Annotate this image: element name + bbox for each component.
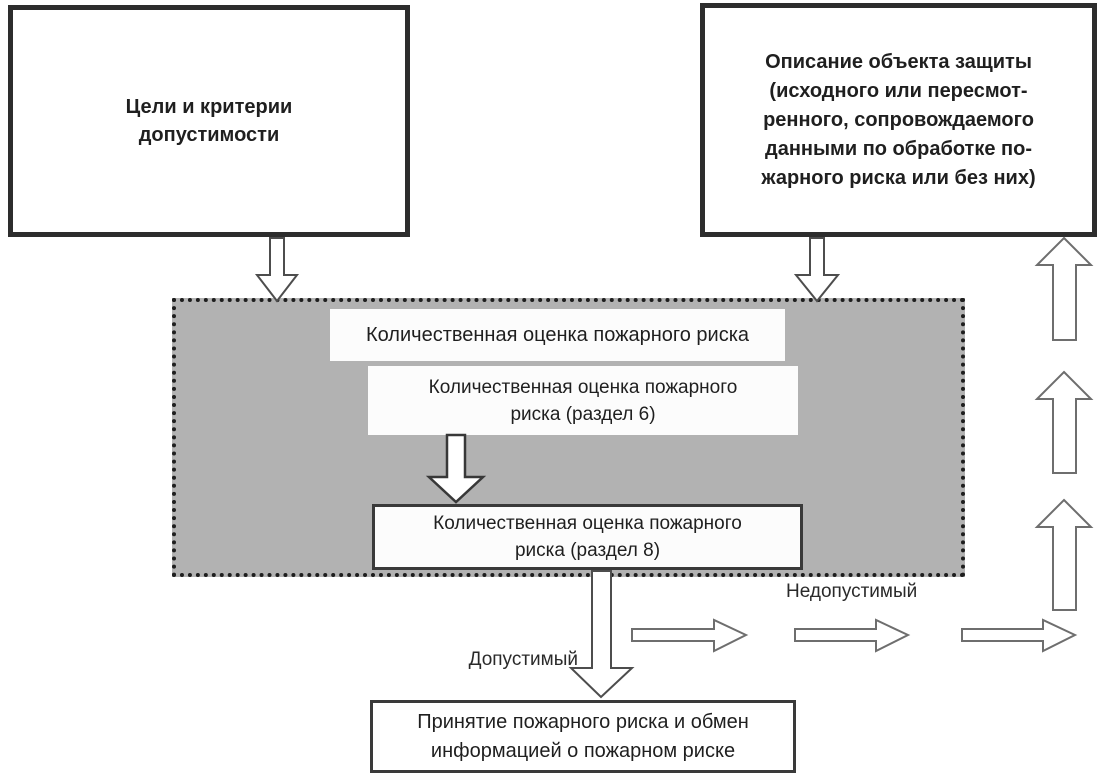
unacceptable-label: Недопустимый [786,581,918,602]
arrow-down-goals-to-qra [254,237,300,303]
assessment-section8-box: Количественная оценка пожарного риска (р… [372,504,803,570]
goals-criteria-box: Цели и критерии допустимости [8,5,410,237]
arrow-right-unacceptable-2 [794,618,911,653]
arrow-up-return-2 [1034,370,1094,474]
protection-object-description-box: Описание объекта защиты (исходного или п… [700,3,1097,237]
arrow-right-unacceptable-1 [631,618,749,653]
arrow-down-description-to-qra [793,237,841,303]
arrow-up-return-3 [1034,498,1094,611]
arrow-down-acceptable [568,570,635,699]
acceptable-label: Допустимый [468,649,578,670]
quantitative-assessment-title: Количественная оценка пожарного риска [330,309,785,361]
risk-acceptance-box: Принятие пожарного риска и обмен информа… [370,700,796,773]
arrow-up-return-1 [1034,236,1094,341]
assessment-section6-box: Количественная оценка пожарного риска (р… [368,366,798,435]
arrow-right-unacceptable-3 [961,618,1078,653]
